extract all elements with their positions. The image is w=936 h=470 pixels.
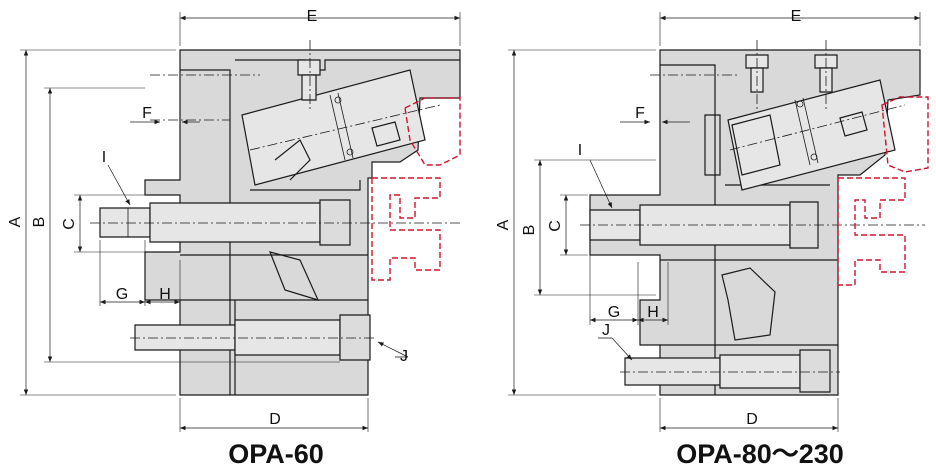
centerlines-2 (580, 40, 925, 373)
lower-bolt-j (134, 314, 371, 361)
dim-label-g-2: G (608, 304, 620, 321)
dim-label-h: H (159, 286, 171, 303)
dim-label-i: I (102, 149, 106, 166)
lower-bolt-j-2 (624, 349, 831, 393)
dim-label-c: C (61, 218, 78, 230)
caption-opa-60: OPA-60 (228, 439, 324, 469)
dim-label-h-2: H (647, 304, 659, 321)
wedge-plunger (241, 69, 426, 186)
dimensions (20, 12, 461, 432)
wedge-plunger-2 (727, 79, 896, 191)
centerlines (90, 40, 460, 339)
dim-label-d-2: D (746, 411, 758, 428)
dim-label-b: B (31, 217, 48, 228)
phantom-workpiece-2 (837, 96, 929, 286)
clamp-piston-2 (721, 267, 776, 341)
dim-label-c-2: C (547, 220, 564, 232)
dim-label-f-2: F (635, 105, 645, 122)
dim-label-i-2: I (578, 142, 582, 159)
caption-opa-80-230: OPA-80～230 (676, 439, 844, 469)
dim-label-b-2: B (521, 225, 538, 236)
dim-label-f: F (142, 105, 152, 122)
dimension-labels-2: E A B C F I G H J D (495, 8, 801, 428)
dim-label-e: E (307, 8, 318, 25)
dim-label-j: J (400, 348, 408, 365)
clamp-piston (269, 251, 320, 301)
pin-top (297, 59, 321, 101)
upper-bolt (99, 199, 351, 246)
dim-label-g: G (116, 286, 128, 303)
dim-label-e-2: E (791, 8, 802, 25)
dim-label-a-2: A (495, 219, 512, 230)
view-opa-60: E A B C F I G H J D OPA-60 (7, 8, 461, 469)
dim-label-a: A (7, 216, 24, 227)
dimension-labels: E A B C F I G H J D (7, 8, 408, 428)
view-opa-80-230: E A B C F I G H J D OPA-80～230 (495, 8, 929, 469)
dim-label-d: D (269, 411, 281, 428)
dim-label-j-2: J (602, 322, 610, 339)
phantom-workpiece (371, 97, 461, 281)
dimensions-2 (508, 12, 921, 432)
